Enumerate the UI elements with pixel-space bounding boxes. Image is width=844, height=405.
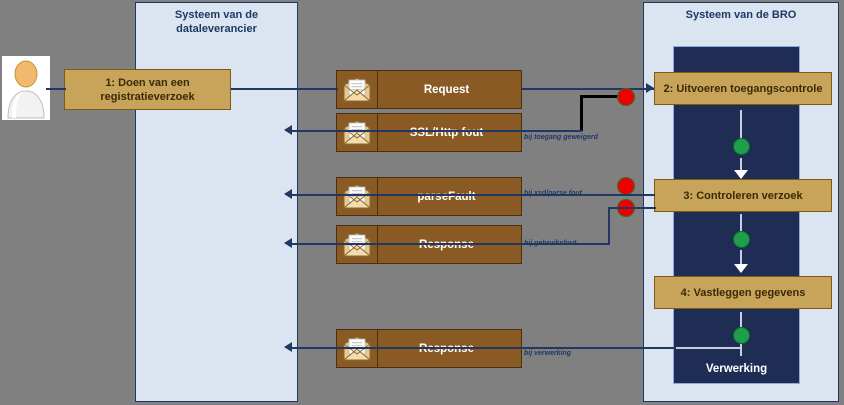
connector-fail3-vertical [608, 207, 610, 244]
lane-bro-title-text: Systeem van de BRO [685, 9, 797, 21]
activity-4-label: 4: Vastleggen gegevens [680, 286, 806, 299]
lane-dataleverancier-title-line1: Systeem van de dataleverancier [174, 9, 259, 35]
flow-spine-4 [740, 250, 742, 272]
flow-spine-5 [740, 312, 742, 330]
message-request[interactable]: Request [336, 70, 522, 109]
connector-fail1-to-ssl [290, 130, 582, 132]
flow-spine-2 [740, 158, 742, 178]
verwerking-label: Verwerking [673, 363, 800, 375]
status-dot-ok-3 [733, 327, 750, 344]
message-parsefault-label: parseFault [417, 190, 476, 203]
message-ssl-http-fout-label: SSL/Http fout [409, 126, 484, 139]
flow-spine-3 [740, 214, 742, 234]
verwerking-elbow-vertical [740, 344, 742, 349]
connector-fail3-horizontal [608, 207, 656, 209]
flow-arrow-to-step3-icon [734, 170, 748, 179]
lane-dataleverancier [135, 2, 298, 402]
message-parsefault[interactable]: parseFault [336, 177, 522, 216]
connector-fail1-vertical [580, 95, 583, 131]
connector-response-verwerking-arrowhead-icon [284, 342, 292, 352]
envelope-icon [337, 71, 378, 108]
status-dot-ok-2 [733, 231, 750, 248]
activity-4-vastleggen-gegevens[interactable]: 4: Vastleggen gegevens [654, 276, 832, 309]
connector-fail2-to-parsefault [290, 194, 655, 196]
activity-3-label: 3: Controleren verzoek [683, 189, 803, 202]
note-verwerking: bij verwerking [524, 350, 571, 357]
activity-2-label: 2: Uitvoeren toegangscontrole [663, 82, 823, 95]
verwerking-label-text: Verwerking [705, 363, 768, 375]
note-gebruiksfout-text: bij gebruiksfout [524, 240, 577, 247]
connector-fail3-to-response [290, 243, 610, 245]
envelope-icon [337, 114, 378, 151]
flow-arrow-to-step4-icon [734, 264, 748, 273]
status-dot-ok-1 [733, 138, 750, 155]
connector-actor-to-activity1 [46, 88, 66, 90]
envelope-icon [337, 330, 378, 367]
flow-spine-6 [740, 344, 742, 356]
connector-parsefault-arrowhead-icon [284, 189, 292, 199]
activity-3-controleren-verzoek[interactable]: 3: Controleren verzoek [654, 179, 832, 212]
note-toegang-geweigerd-text: bij toegang geweigerd [524, 134, 598, 141]
status-dot-error-2 [617, 177, 635, 195]
connector-response-fout-arrowhead-icon [284, 238, 292, 248]
envelope-icon [337, 178, 378, 215]
connector-activity1-to-request [231, 88, 338, 90]
connector-fail1-horizontal [580, 95, 625, 98]
connector-ssl-arrowhead-icon [284, 125, 292, 135]
connector-request-to-step2 [522, 88, 654, 90]
note-gebruiksfout: bij gebruiksfout [524, 240, 577, 247]
note-xsd-parse-fout-text: bij xsd/parse fout [524, 190, 582, 197]
message-request-label: Request [423, 83, 470, 96]
verwerking-elbow-horizontal [674, 347, 742, 349]
note-toegang-geweigerd: bij toegang geweigerd [524, 134, 598, 141]
status-dot-error-1 [617, 88, 635, 106]
activity-2-uitvoeren-toegangscontrole[interactable]: 2: Uitvoeren toegangscontrole [654, 72, 832, 105]
activity-1-label: 1: Doen van een registratieverzoek [100, 76, 195, 103]
lane-dataleverancier-title: Systeem van de dataleverancier [135, 8, 298, 36]
actor-dataleverancier [2, 56, 50, 120]
message-ssl-http-fout[interactable]: SSL/Http fout [336, 113, 522, 152]
activity-1-doen-registratieverzoek[interactable]: 1: Doen van een registratieverzoek [64, 69, 231, 110]
note-verwerking-text: bij verwerking [524, 350, 572, 357]
connector-verwerking-to-response [290, 347, 676, 349]
flow-spine-1 [740, 110, 742, 142]
lane-bro-title: Systeem van de BRO [643, 8, 839, 22]
actor-person-icon [7, 60, 45, 119]
connector-request-arrowhead-icon [646, 83, 654, 93]
note-xsd-parse-fout: bij xsd/parse fout [524, 190, 582, 197]
